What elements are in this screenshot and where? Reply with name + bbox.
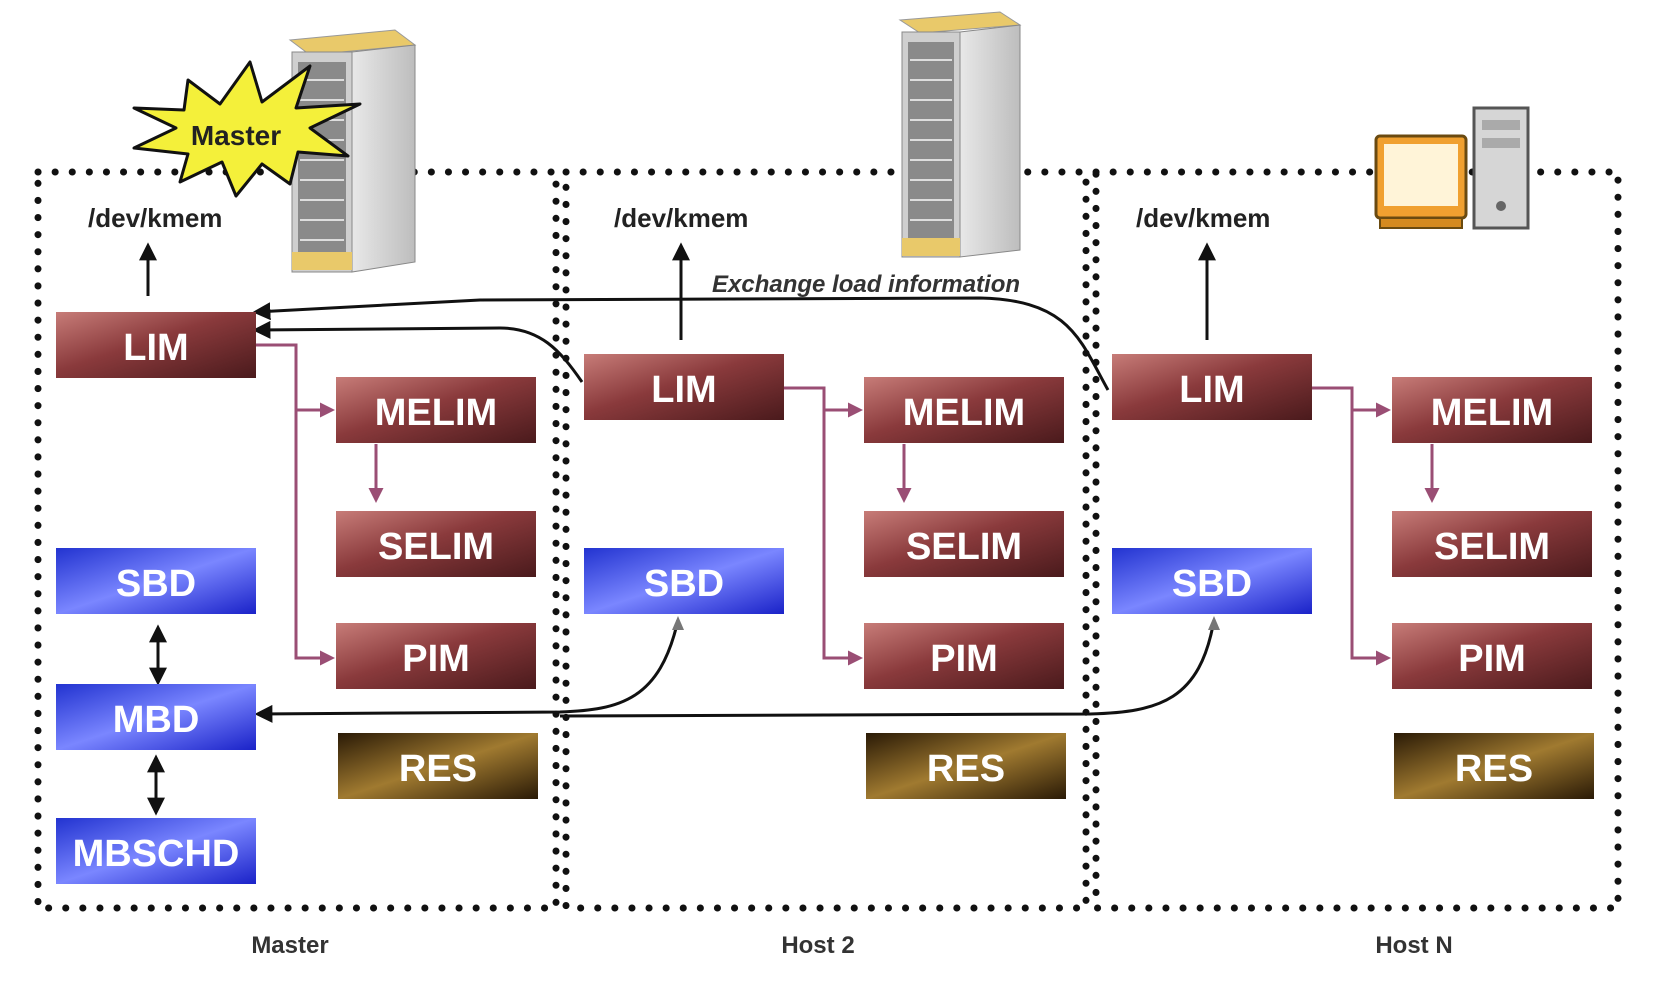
sbd-box-master: SBD — [56, 548, 256, 614]
host-boundary-host2 — [562, 168, 1090, 912]
melim-box-hostn: MELIM — [1392, 377, 1592, 443]
kmem-label-host2: /dev/kmem — [614, 203, 748, 233]
lim-connectors-master — [256, 343, 384, 666]
host-boundary-hostn — [1092, 168, 1622, 912]
lim-exchange-arrow-host2 — [252, 320, 584, 383]
svg-text:LIM: LIM — [1179, 369, 1244, 411]
sbd-box-host2: SBD — [584, 548, 784, 614]
svg-text:MBSCHD: MBSCHD — [73, 833, 240, 875]
svg-text:SBD: SBD — [116, 563, 196, 605]
lim-box-hostn: LIM — [1112, 354, 1312, 420]
lim-connectors-hostn — [1310, 386, 1440, 666]
svg-text:LIM: LIM — [651, 369, 716, 411]
pim-box-host2: PIM — [864, 623, 1064, 689]
svg-text:RES: RES — [1455, 748, 1533, 790]
svg-text:SELIM: SELIM — [906, 526, 1022, 568]
svg-text:SELIM: SELIM — [378, 526, 494, 568]
desktop-computer-icon — [1374, 106, 1530, 230]
mbschd-box-master: MBSCHD — [56, 818, 256, 884]
svg-text:PIM: PIM — [930, 638, 998, 680]
svg-text:RES: RES — [927, 748, 1005, 790]
sbd-arrowhead-host2 — [672, 616, 684, 630]
master-badge: Master — [132, 60, 362, 198]
master-badge-label: Master — [191, 120, 281, 151]
lim-connectors-host2 — [782, 386, 912, 666]
svg-text:MELIM: MELIM — [375, 392, 497, 434]
sbd-mbd-line-hostn — [559, 619, 1216, 718]
lim-exchange-arrow-hostn — [252, 296, 1110, 391]
kmem-label-master: /dev/kmem — [88, 203, 222, 233]
kmem-label-hostn: /dev/kmem — [1136, 203, 1270, 233]
svg-text:SBD: SBD — [1172, 563, 1252, 605]
selim-box-master: SELIM — [336, 511, 536, 577]
host-label-master: Master — [251, 932, 328, 959]
exchange-load-label: Exchange load information — [712, 271, 1020, 298]
host-label-hostn: Host N — [1375, 932, 1452, 959]
svg-text:MBD: MBD — [113, 699, 200, 741]
sbd-mbd-arrow-host2 — [254, 619, 680, 723]
starburst-icon — [132, 60, 362, 198]
res-box-hostn: RES — [1394, 733, 1594, 799]
sbd-box-hostn: SBD — [1112, 548, 1312, 614]
melim-box-master: MELIM — [336, 377, 536, 443]
pim-box-master: PIM — [336, 623, 536, 689]
sbd-arrowhead-hostn — [1208, 616, 1220, 630]
svg-text:MELIM: MELIM — [1431, 392, 1553, 434]
svg-text:SELIM: SELIM — [1434, 526, 1550, 568]
svg-text:RES: RES — [399, 748, 477, 790]
lim-box-host2: LIM — [584, 354, 784, 420]
host-label-host2: Host 2 — [781, 932, 854, 959]
melim-box-host2: MELIM — [864, 377, 1064, 443]
selim-box-hostn: SELIM — [1392, 511, 1592, 577]
res-box-master: RES — [338, 733, 538, 799]
lim-box-master: LIM — [56, 312, 256, 378]
mbd-box-master: MBD — [56, 684, 256, 750]
svg-text:LIM: LIM — [123, 327, 188, 369]
pim-box-hostn: PIM — [1392, 623, 1592, 689]
svg-text:SBD: SBD — [644, 563, 724, 605]
server-rack-icon — [898, 11, 1022, 258]
res-box-host2: RES — [866, 733, 1066, 799]
selim-box-host2: SELIM — [864, 511, 1064, 577]
svg-text:PIM: PIM — [1458, 638, 1526, 680]
svg-text:MELIM: MELIM — [903, 392, 1025, 434]
svg-text:PIM: PIM — [402, 638, 470, 680]
